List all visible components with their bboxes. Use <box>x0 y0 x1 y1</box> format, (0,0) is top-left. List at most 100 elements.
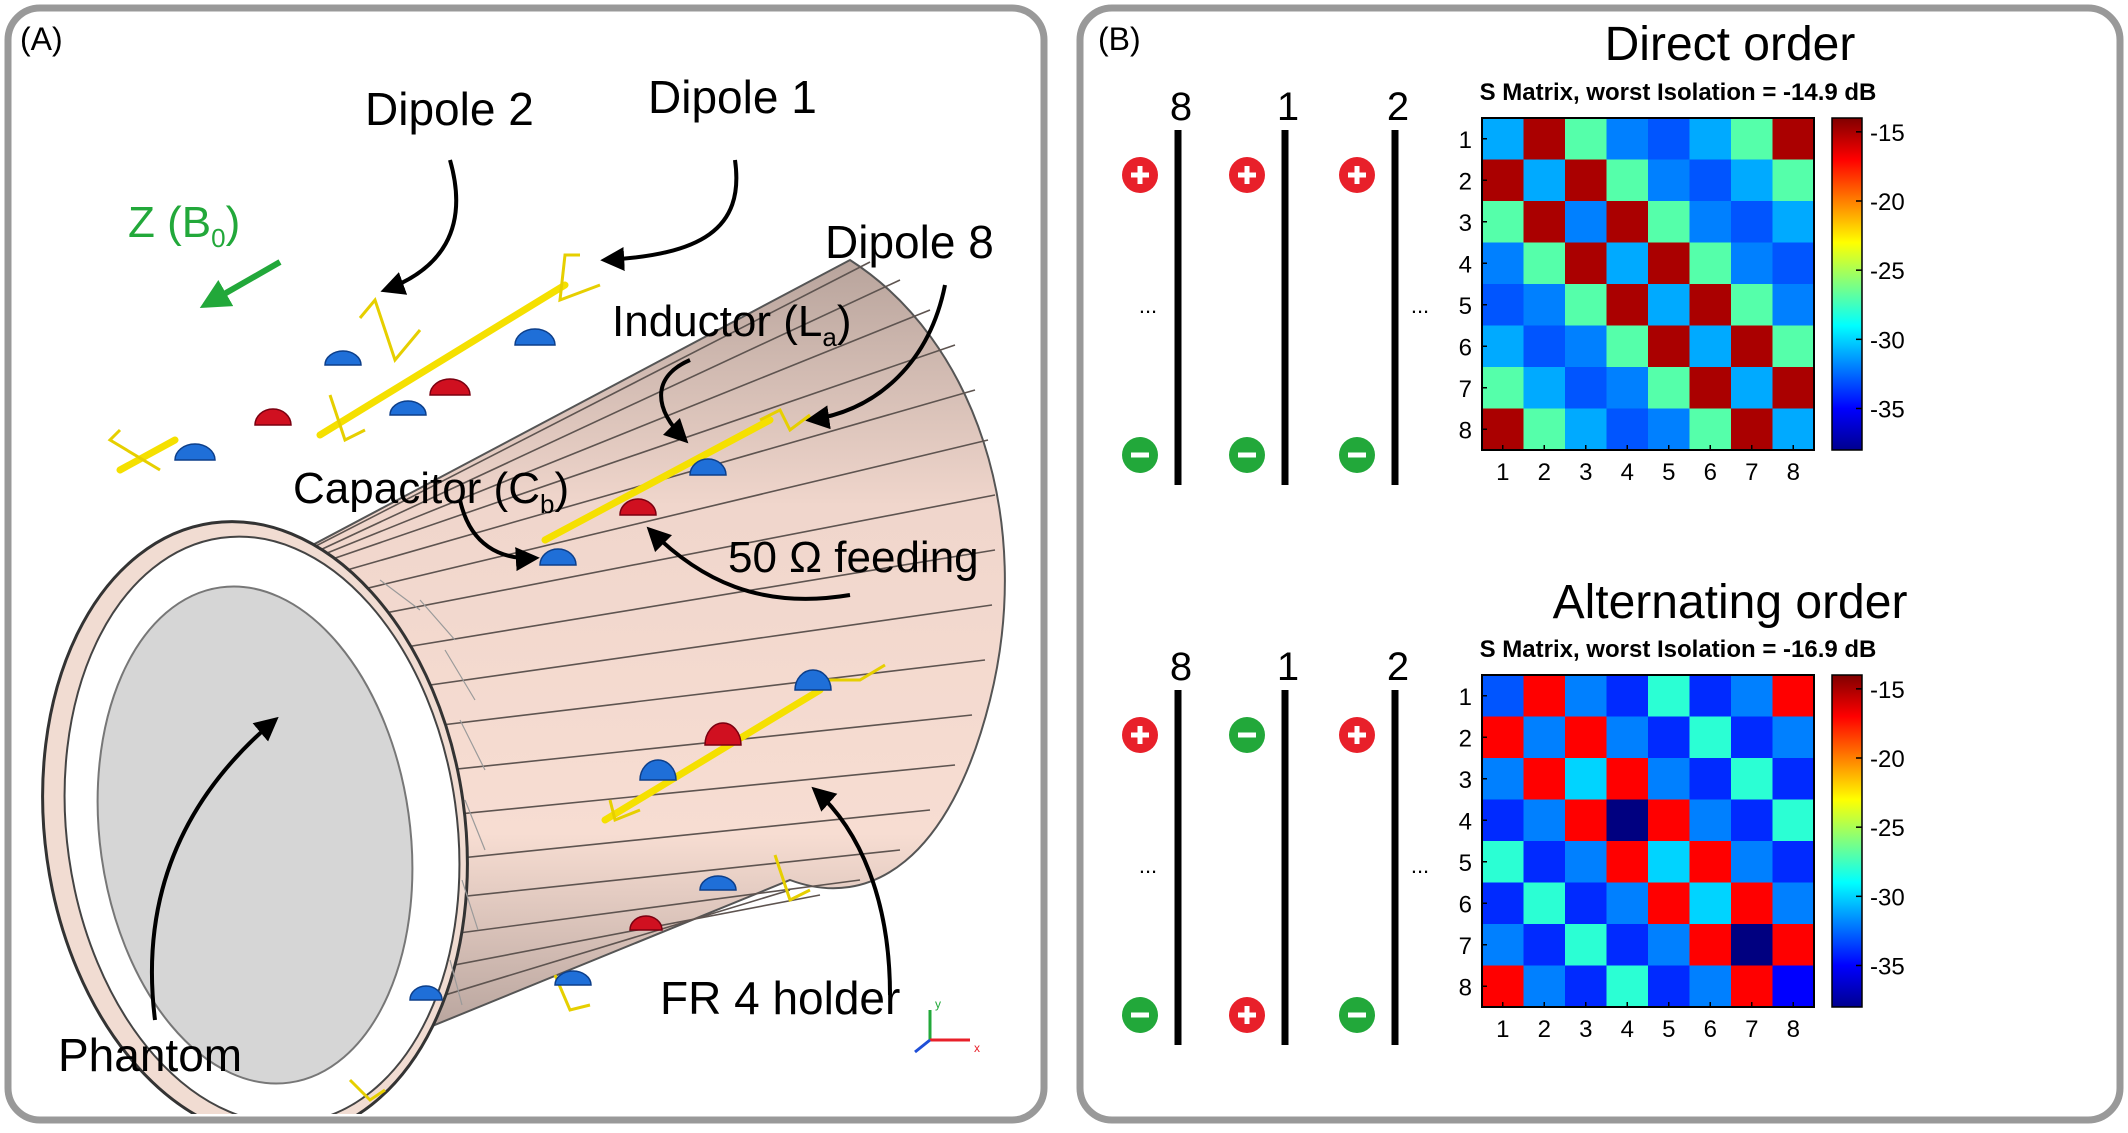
colorbar-tick: -20 <box>1870 189 1905 216</box>
heatmap-title: S Matrix, worst Isolation = -14.9 dB <box>1480 79 1877 106</box>
heatmap-y-tick: 6 <box>1459 334 1472 361</box>
heatmap-cell <box>1523 841 1566 883</box>
heatmap-cell <box>1648 159 1690 202</box>
heatmap-cell <box>1772 159 1815 202</box>
heatmap-cell <box>1606 965 1649 1008</box>
heatmap-x-tick: 6 <box>1704 1016 1717 1043</box>
heatmap-cell <box>1772 284 1815 326</box>
holder-strips <box>229 261 996 1031</box>
colorbar-tick: -15 <box>1870 120 1905 147</box>
red-feeding-ports <box>254 378 742 931</box>
heatmap-y-tick: 7 <box>1459 376 1472 403</box>
dipole-number-label: 2 <box>1387 85 1409 129</box>
heatmap-cell <box>1648 841 1690 883</box>
colorbar-tick: -35 <box>1870 397 1905 424</box>
heatmap-cell <box>1648 965 1690 1008</box>
heatmap-y-tick: 2 <box>1459 168 1472 195</box>
heatmap-x-tick: 5 <box>1662 459 1675 486</box>
heatmap-cell <box>1689 758 1732 800</box>
heatmap-cell <box>1772 408 1815 451</box>
heatmap-title: S Matrix, worst Isolation = -16.9 dB <box>1480 636 1877 663</box>
colorbar-tick: -35 <box>1870 954 1905 981</box>
heatmap-cell <box>1772 799 1815 842</box>
heatmap-cell <box>1689 118 1732 160</box>
label-dipole-2: Dipole 2 <box>365 83 534 135</box>
heatmap-cell <box>1606 882 1649 925</box>
heatmap-y-tick: 7 <box>1459 933 1472 960</box>
heatmap-cell <box>1689 159 1732 202</box>
heatmap-cell <box>1648 325 1690 368</box>
heatmap-cell <box>1482 799 1524 842</box>
heatmap-cell <box>1523 716 1566 759</box>
heatmap-cell <box>1606 118 1649 160</box>
heatmap-cell <box>1606 367 1649 409</box>
cylinder-drawing <box>41 253 1006 1114</box>
heatmap-cell <box>1731 758 1773 800</box>
label-feeding: 50 Ω feeding <box>728 533 979 582</box>
heatmap-cell <box>1606 841 1649 883</box>
heatmap-cell <box>1523 201 1566 243</box>
heatmap-x-tick: 1 <box>1496 1016 1509 1043</box>
heatmap-cell <box>1606 716 1649 759</box>
heatmap-cell <box>1565 675 1607 717</box>
label-fr4-holder: FR 4 holder <box>660 972 900 1024</box>
heatmap-cell <box>1606 201 1649 243</box>
heatmap-cell <box>1482 242 1524 285</box>
heatmap-y-tick: 4 <box>1459 808 1472 835</box>
ellipsis-label: ... <box>1139 853 1157 878</box>
heatmap-cell <box>1648 284 1690 326</box>
heatmap-y-tick: 8 <box>1459 417 1472 444</box>
dipole-number-label: 8 <box>1170 85 1192 129</box>
phantom <box>96 585 414 1085</box>
heatmap-cell <box>1482 325 1524 368</box>
heatmap-cell <box>1689 965 1732 1008</box>
heatmap-cell <box>1565 118 1607 160</box>
heatmap-cell <box>1689 242 1732 285</box>
heatmap-x-tick: 7 <box>1745 459 1758 486</box>
heatmap-x-tick: 2 <box>1538 459 1551 486</box>
feed-wires <box>107 253 886 1102</box>
inner-wall-stripes <box>379 579 486 1006</box>
heatmap-cell <box>1648 408 1690 451</box>
heatmap-cell <box>1689 716 1732 759</box>
heatmap-cell <box>1689 284 1732 326</box>
axis-triad: y x <box>914 997 980 1055</box>
heatmap-cell <box>1482 159 1524 202</box>
heatmap-cell <box>1606 284 1649 326</box>
colorbar <box>1831 117 1863 451</box>
heatmap-cell <box>1772 841 1815 883</box>
heatmap-cell <box>1731 799 1773 842</box>
heatmap-cell <box>1772 325 1815 368</box>
heatmap-cell <box>1731 675 1773 717</box>
label-phantom: Phantom <box>58 1029 242 1081</box>
heatmap-cell <box>1523 118 1566 160</box>
heatmap-cell <box>1482 758 1524 800</box>
heatmap-x-tick: 2 <box>1538 1016 1551 1043</box>
heatmap-cell <box>1523 799 1566 842</box>
heatmap-cell <box>1482 284 1524 326</box>
heatmap-cell <box>1606 924 1649 966</box>
heatmap-cell <box>1689 675 1732 717</box>
svg-text:x: x <box>974 1041 980 1055</box>
heatmap-cell <box>1731 924 1773 966</box>
heatmap-cell <box>1772 367 1815 409</box>
heatmap-cell <box>1731 408 1773 451</box>
heatmap-x-tick: 4 <box>1621 1016 1634 1043</box>
heatmap-y-tick: 3 <box>1459 210 1472 237</box>
heatmap-cell <box>1606 408 1649 451</box>
heatmap-frame <box>1481 117 1815 451</box>
heatmap-y-tick: 2 <box>1459 725 1472 752</box>
heatmap-cell <box>1648 242 1690 285</box>
label-capacitor: Capacitor (Cb) <box>293 464 569 519</box>
heatmap-cell <box>1731 118 1773 160</box>
heatmap-cell <box>1648 924 1690 966</box>
heatmap-cell <box>1648 758 1690 800</box>
dipole-number-label: 8 <box>1170 645 1192 689</box>
heatmap-cell <box>1772 716 1815 759</box>
heatmap-y-tick: 8 <box>1459 974 1472 1001</box>
label-dipole-8: Dipole 8 <box>825 216 994 268</box>
colorbar-tick: -30 <box>1870 327 1905 354</box>
